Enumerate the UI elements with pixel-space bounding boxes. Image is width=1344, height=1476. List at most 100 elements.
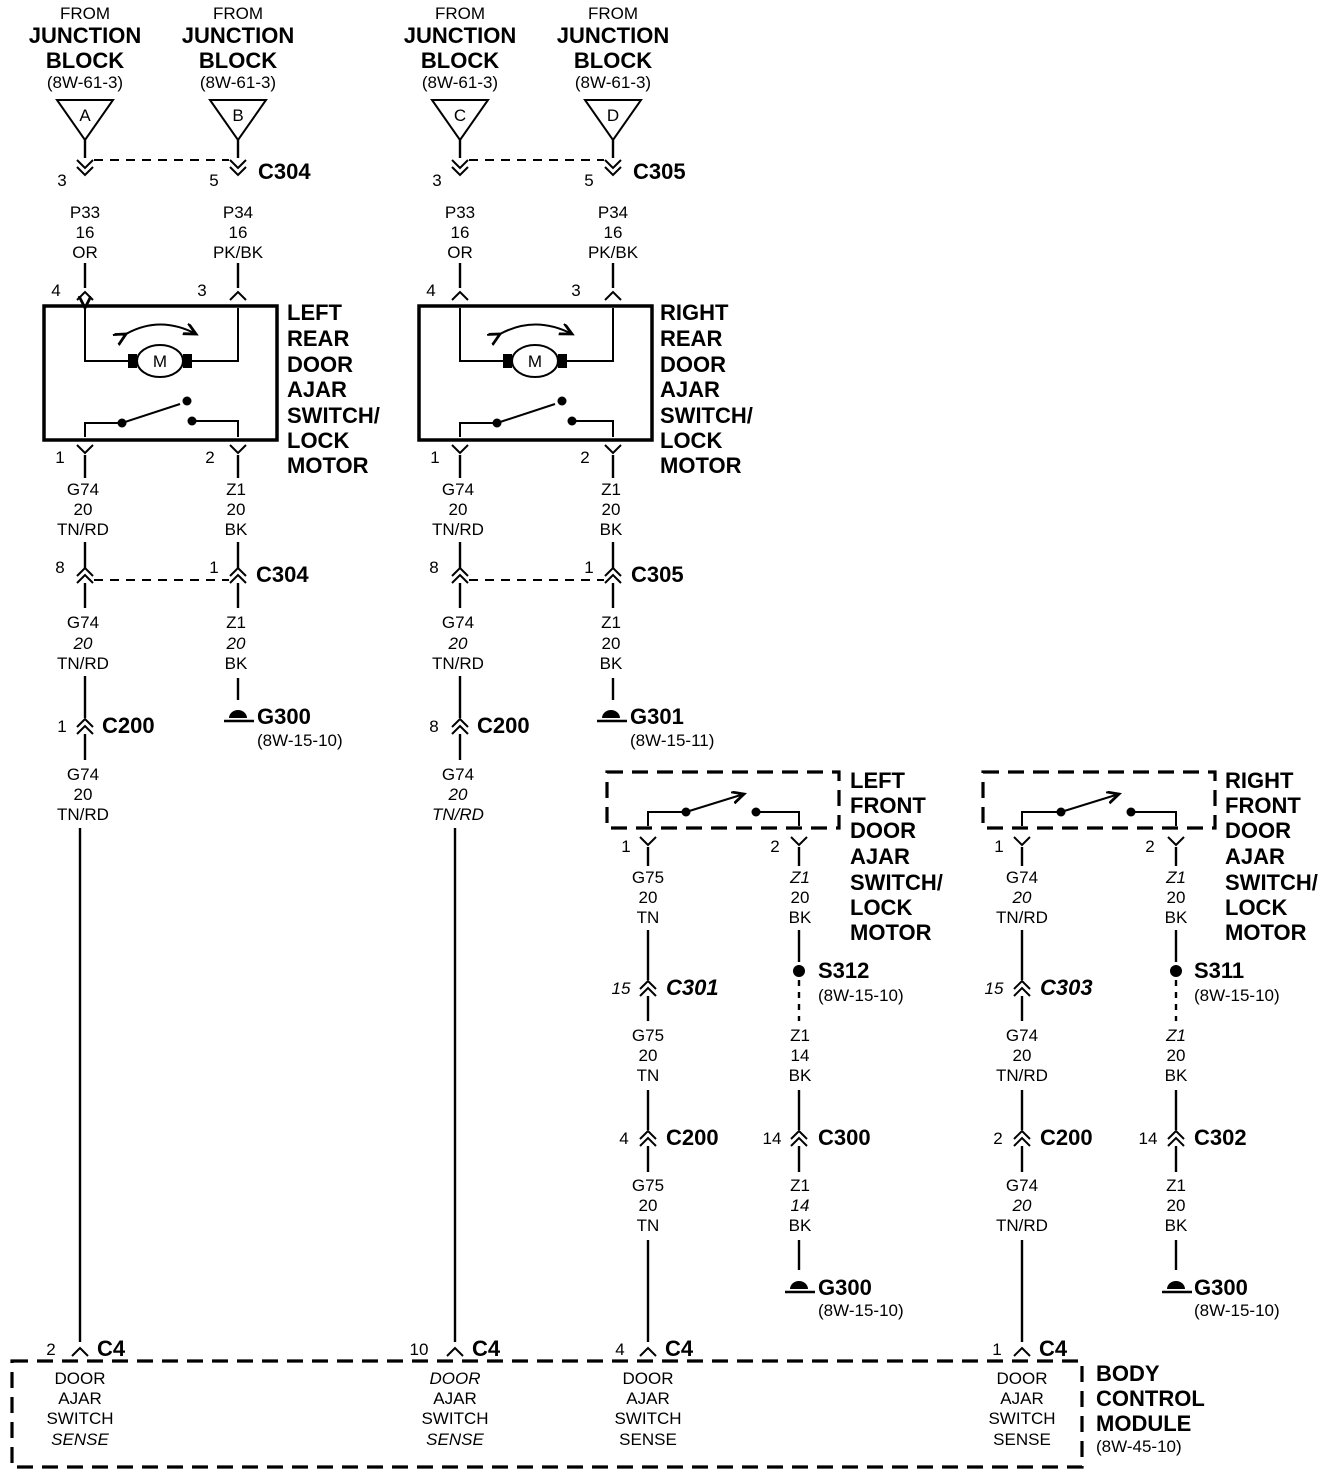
wire-gauge: 16: [229, 223, 248, 242]
right-front-door-ajar-switch-lock-motor: 1 2 RIGHT FRONT DOOR AJAR SWITCH/ LOCK M…: [981, 768, 1318, 945]
connector-c200-rf: 2 C200: [993, 1125, 1092, 1150]
feed-title-2: BLOCK: [421, 48, 499, 73]
pin-label: 1: [57, 717, 66, 736]
svg-text:BK: BK: [225, 520, 248, 539]
pin-label: 1: [621, 837, 630, 856]
wire-color: PK/BK: [213, 243, 264, 262]
svg-text:SENSE: SENSE: [426, 1430, 484, 1449]
svg-text:TN/RD: TN/RD: [432, 520, 484, 539]
svg-text:TN: TN: [637, 908, 660, 927]
svg-text:SWITCH/: SWITCH/: [850, 870, 943, 895]
pin-label: 3: [571, 281, 580, 300]
pin-label: 2: [993, 1129, 1002, 1148]
wire-label-z1-lr-a: Z1 20 BK: [225, 480, 248, 539]
bcm-label: BODY CONTROL MODULE (8W-45-10): [1096, 1361, 1205, 1456]
feed-b: FROM JUNCTION BLOCK (8W-61-3) B: [182, 4, 294, 141]
svg-text:DOOR: DOOR: [660, 352, 726, 377]
svg-text:BK: BK: [789, 1216, 812, 1235]
bcm-input-pin-10: 10 C4 DOOR AJAR SWITCH SENSE: [410, 1336, 501, 1449]
connector-c300: 14 C300: [763, 1125, 871, 1150]
svg-text:BK: BK: [225, 654, 248, 673]
svg-text:TN/RD: TN/RD: [432, 805, 484, 824]
svg-text:SWITCH: SWITCH: [614, 1409, 681, 1428]
svg-text:20: 20: [227, 500, 246, 519]
pin-label: 8: [429, 717, 438, 736]
connector-c304-bottom: 8 1 C304: [55, 558, 309, 587]
feed-title-1: JUNCTION: [29, 23, 141, 48]
ground-g300-right-front: G300 (8W-15-10): [1160, 1275, 1280, 1320]
svg-text:1: 1: [992, 1340, 1001, 1359]
wire-gauge: 16: [604, 223, 623, 242]
svg-text:TN/RD: TN/RD: [996, 1066, 1048, 1085]
svg-text:Z1: Z1: [1165, 868, 1186, 887]
wire-gauge: 16: [76, 223, 95, 242]
wire-label-z1-lr-b: Z1 20 BK: [225, 613, 248, 673]
svg-text:TN/RD: TN/RD: [432, 654, 484, 673]
feed-from-label: FROM: [588, 4, 638, 23]
svg-text:BK: BK: [600, 520, 623, 539]
left-front-door-ajar-switch-lock-motor: 1 2 LEFT FRONT DOOR AJAR SWITCH/ LOCK MO…: [605, 768, 943, 945]
svg-text:AJAR: AJAR: [850, 844, 910, 869]
svg-text:BK: BK: [789, 908, 812, 927]
svg-text:LOCK: LOCK: [1225, 895, 1287, 920]
wire-label-g74-rf-b: G74 20 TN/RD: [996, 1026, 1048, 1085]
svg-text:G75: G75: [632, 868, 664, 887]
svg-text:Z1: Z1: [601, 613, 621, 632]
wire-label-g74-lr-a: G74 20 TN/RD: [57, 480, 109, 539]
feed-letter: D: [607, 106, 619, 125]
svg-text:FRONT: FRONT: [850, 793, 926, 818]
svg-text:G74: G74: [1006, 1176, 1038, 1195]
svg-text:20: 20: [74, 785, 93, 804]
wire-label-g74-lr-b: G74 20 TN/RD: [57, 613, 109, 673]
bcm-input-pin-1: 1 C4 DOOR AJAR SWITCH SENSE: [988, 1336, 1067, 1449]
wire-label-z1-rr-a: Z1 20 BK: [600, 480, 623, 539]
svg-text:FRONT: FRONT: [1225, 793, 1301, 818]
ground-name: G300: [257, 704, 311, 729]
svg-text:Z1: Z1: [226, 613, 246, 632]
svg-text:MOTOR: MOTOR: [287, 453, 369, 478]
ground-g300-left-front: G300 (8W-15-10): [783, 1275, 904, 1320]
svg-text:BK: BK: [600, 654, 623, 673]
svg-text:RIGHT: RIGHT: [660, 300, 729, 325]
feed-a: FROM JUNCTION BLOCK (8W-61-3) A: [29, 4, 141, 141]
svg-text:G75: G75: [632, 1176, 664, 1195]
svg-text:SENSE: SENSE: [51, 1430, 109, 1449]
ground-name: G300: [818, 1275, 872, 1300]
svg-text:Z1: Z1: [1165, 1026, 1186, 1045]
ground-g300-left-rear: G300 (8W-15-10): [222, 678, 343, 750]
wire-label-p34-left: P34 16 PK/BK: [213, 203, 264, 262]
pin-label: 2: [1145, 837, 1154, 856]
ground-name: G300: [1194, 1275, 1248, 1300]
svg-text:LOCK: LOCK: [660, 428, 722, 453]
svg-text:Z1: Z1: [790, 1176, 810, 1195]
wire-id: P33: [445, 203, 475, 222]
feed-letter: A: [79, 106, 91, 125]
pin-label: 4: [619, 1129, 628, 1148]
feed-ref: (8W-61-3): [200, 73, 276, 92]
ground-ref: (8W-15-11): [630, 731, 714, 750]
feed-title-2: BLOCK: [46, 48, 124, 73]
svg-text:20: 20: [1167, 888, 1186, 907]
svg-text:20: 20: [1167, 1046, 1186, 1065]
pin-label: 15: [612, 979, 631, 998]
svg-text:TN: TN: [637, 1066, 660, 1085]
svg-text:MOTOR: MOTOR: [1225, 920, 1307, 945]
pin-label: 1: [584, 558, 593, 577]
left-rear-door-ajar-switch-lock-motor: 4 3 M 1 2 LEFT REAR DOOR AJAR SWITCH/ LO…: [42, 281, 380, 478]
feed-letter: C: [454, 106, 466, 125]
feed-d: FROM JUNCTION BLOCK (8W-61-3) D: [557, 4, 669, 141]
pin-label: 2: [770, 837, 779, 856]
svg-text:Z1: Z1: [601, 480, 621, 499]
wire-label-g75-lf-a: G75 20 TN: [632, 868, 664, 927]
svg-text:SWITCH/: SWITCH/: [1225, 870, 1318, 895]
wire-label-g74-rf-c: G74 20 TN/RD: [996, 1176, 1048, 1235]
svg-text:G75: G75: [632, 1026, 664, 1045]
ground-g301: G301 (8W-15-11): [595, 678, 714, 750]
pin-label: 1: [994, 837, 1003, 856]
wire-gauge: 16: [451, 223, 470, 242]
svg-text:20: 20: [639, 1196, 658, 1215]
wire-id: P33: [70, 203, 100, 222]
wire-label-z1-lf-a: Z1 20 BK: [789, 868, 812, 927]
wire-label-z1-lf-c: Z1 14 BK: [789, 1176, 812, 1235]
feed-title-1: JUNCTION: [557, 23, 669, 48]
